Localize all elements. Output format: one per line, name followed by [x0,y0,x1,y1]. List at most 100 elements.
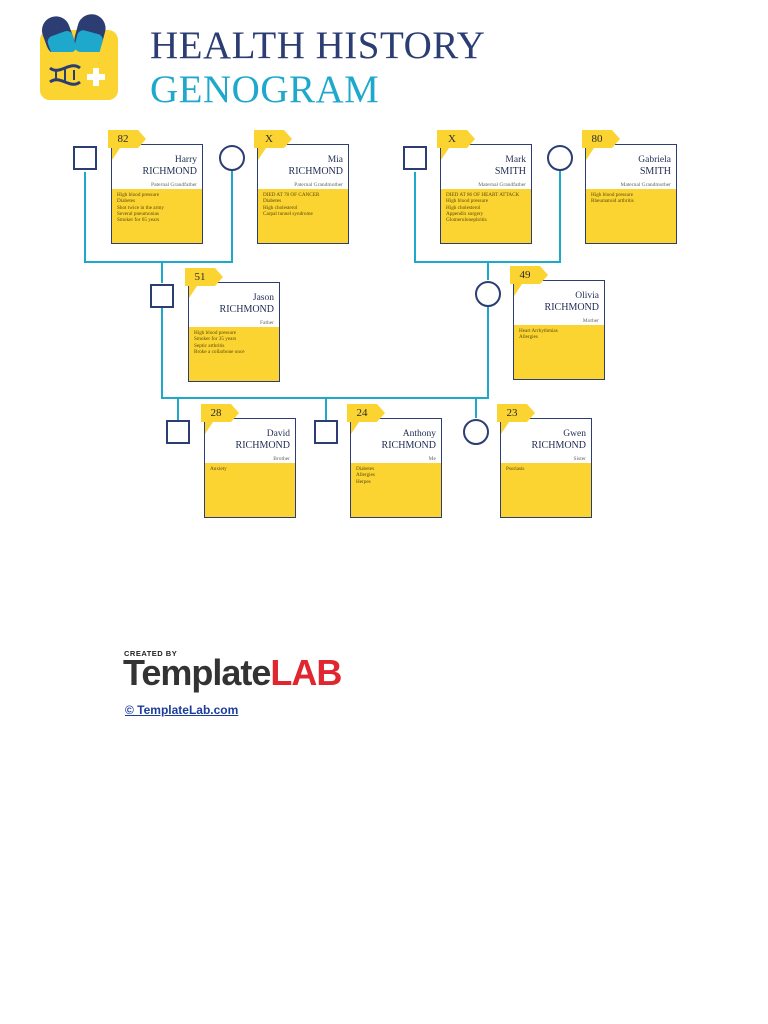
health-note: Heart Arrhythmias [519,328,558,334]
last-name: RICHMOND [219,304,274,315]
male-symbol-harry [73,146,97,170]
medical-kit-logo [40,14,118,100]
age-tag-mia: X [254,130,294,160]
last-name: RICHMOND [381,440,436,451]
first-name: Jason [252,293,274,303]
last-name: RICHMOND [544,302,599,313]
age-tag-anthony: 24 [347,404,387,434]
health-note: Diabetes [263,198,282,205]
first-name: Mark [505,155,526,165]
health-note: High blood pressure [446,198,489,205]
health-note: Herpes [356,478,371,485]
health-note: Allergies [519,334,538,341]
first-name: Gabriela [638,155,671,165]
first-name: David [266,429,290,439]
age-tag-mark: X [437,130,477,160]
last-name: RICHMOND [142,166,197,177]
health-note: High cholesterol [446,204,481,211]
health-note: Anxiety [210,466,227,472]
health-note: DIED AT 78 OF CANCER [263,192,320,198]
last-name: RICHMOND [235,440,290,451]
relation-label: Maternal Grandfather [478,182,526,188]
age-tag-olivia: 49 [510,266,550,296]
relation-label: Brother [273,456,290,462]
male-symbol-david [166,420,190,444]
health-note: Psoriasis [506,466,525,472]
genogram-connectors [84,170,561,420]
age-label: 80 [591,133,603,145]
first-name: Mia [327,155,343,165]
last-name: SMITH [494,166,526,177]
last-name: RICHMOND [288,166,343,177]
health-note: Septic arthritis [194,342,225,349]
age-label: 51 [194,271,206,283]
first-name: Anthony [402,429,436,439]
age-label: 23 [506,407,518,419]
health-note: Several pneumonias [117,210,159,217]
health-note: Appendix surgery [446,210,484,217]
health-note: Carpal tunnel syndrome [263,210,313,217]
brand-part2: LAB [270,652,342,693]
health-note: Glomerulonephritis [446,217,487,224]
age-tag-david: 28 [201,404,241,434]
age-label: 28 [210,407,222,419]
relation-label: Sister [573,456,586,462]
female-symbol-olivia [475,281,501,307]
health-notes: Psoriasis [501,463,591,517]
male-symbol-jason [150,284,174,308]
age-label: 82 [117,133,129,145]
first-name: Harry [174,155,197,165]
female-symbol-mia [219,145,245,171]
page-title-line2: GENOGRAM [150,68,380,111]
health-note: High blood pressure [194,330,237,336]
female-symbol-gwen [463,419,489,445]
age-label: X [265,133,273,145]
age-tag-harry: 82 [108,130,148,160]
age-tag-jason: 51 [185,268,225,298]
relation-label: Father [259,320,274,326]
health-note: Rheumatoid arthritis [591,198,634,205]
relation-label: Paternal Grandfather [151,182,197,188]
brand-part1: Template [123,652,271,693]
health-notes: Anxiety [205,463,295,517]
health-note: Smoker for 35 years [194,336,237,343]
health-note: Smoker for 65 years [117,217,160,224]
age-tag-gwen: 23 [497,404,537,434]
created-by-label: CREATED BY [124,649,178,658]
relation-label: Mother [582,318,599,324]
last-name: SMITH [639,166,671,177]
age-label: X [448,133,456,145]
first-name: Gwen [563,429,586,439]
male-symbol-anthony [314,420,338,444]
page-title-line1: HEALTH HISTORY [150,24,486,67]
health-note: Diabetes [117,198,136,205]
health-note: Allergies [356,472,375,479]
health-note: High blood pressure [591,192,634,198]
health-note: Broke a collarbone once [194,348,245,355]
age-label: 24 [356,407,368,419]
female-symbol-gabriela [547,145,573,171]
first-name: Olivia [575,291,599,301]
last-name: RICHMOND [531,440,586,451]
templatelab-link[interactable]: © TemplateLab.com [125,703,239,717]
templatelab-logo: TemplateLAB [123,652,342,693]
